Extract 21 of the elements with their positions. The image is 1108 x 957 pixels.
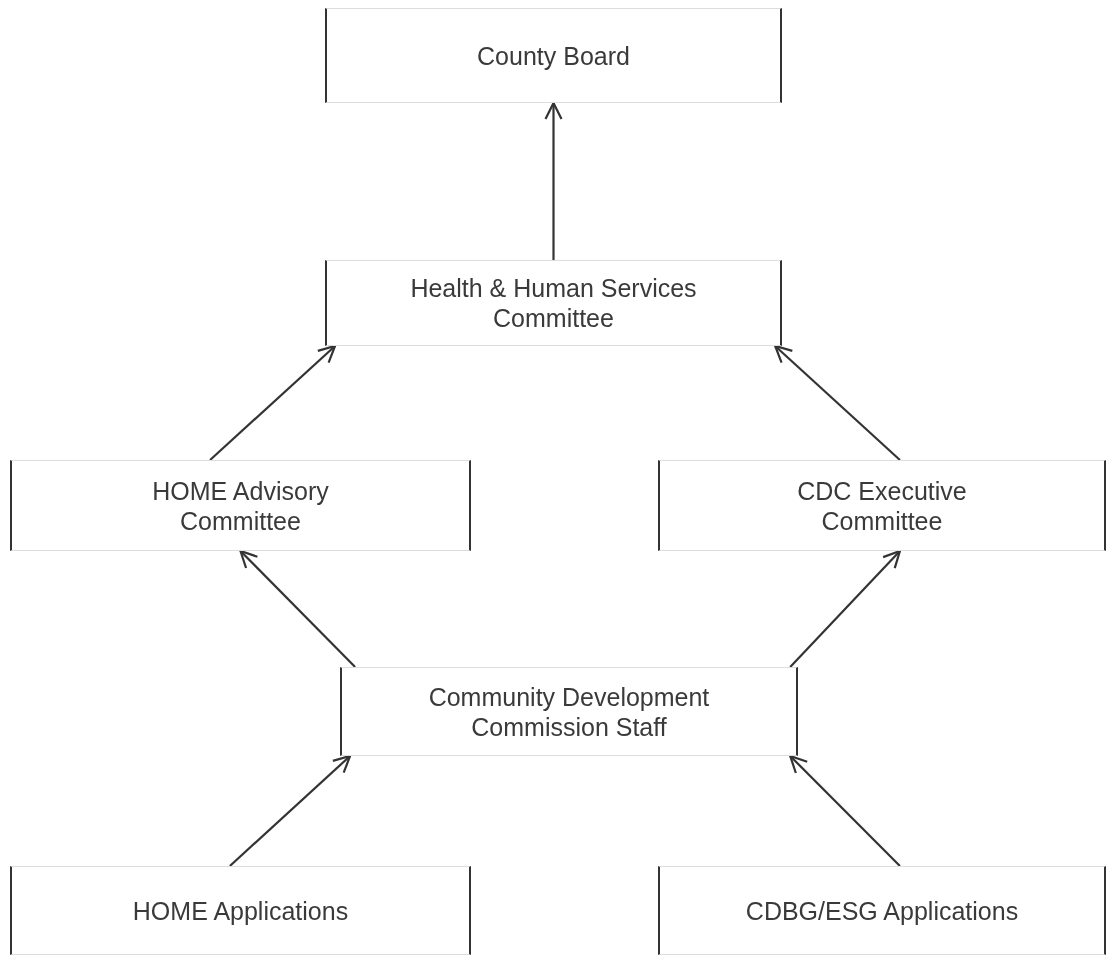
arrow <box>789 754 901 867</box>
box-label: County Board <box>477 40 630 71</box>
box-label: HOME Advisory Committee <box>151 475 330 536</box>
box-label: HOME Applications <box>132 895 349 926</box>
box-label: CDBG/ESG Applications <box>745 895 1019 926</box>
box-label: Health & Human Services Committee <box>409 273 698 333</box>
box-label: Community Development Commission Staff <box>427 681 711 742</box>
arrow <box>229 754 352 867</box>
arrow <box>544 101 563 260</box>
process-box <box>10 866 471 955</box>
process-box <box>10 460 471 551</box>
arrow <box>209 344 337 461</box>
process-box <box>325 260 782 346</box>
arrow <box>789 549 901 668</box>
arrow <box>239 549 356 668</box>
process-box <box>340 667 798 756</box>
process-box <box>658 460 1106 551</box>
box-label: CDC Executive Committee <box>796 475 968 536</box>
process-box <box>325 8 782 103</box>
process-box <box>658 866 1106 955</box>
arrow <box>774 344 901 461</box>
